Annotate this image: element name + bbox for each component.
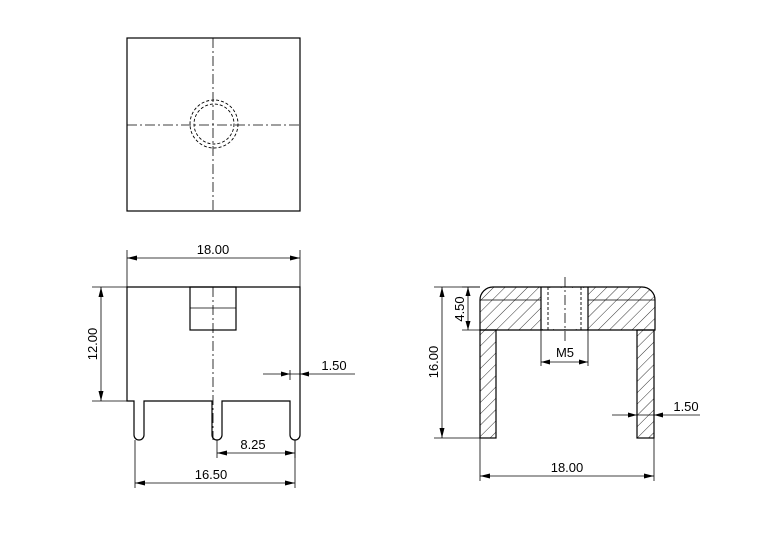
- dim-pin-pitch: 8.25: [240, 437, 265, 452]
- dim-section-height: 16.00: [426, 346, 441, 379]
- dim-leg-width: 1.50: [673, 399, 698, 414]
- threaded-hole: [541, 288, 588, 329]
- dim-pin-width: 1.50: [321, 358, 346, 373]
- section-left-leg: [479, 329, 497, 439]
- top-view-outline: [126, 37, 301, 212]
- dim-pin-span: 16.50: [195, 467, 228, 482]
- front-view-outline: [126, 286, 301, 441]
- dim-front-width: 18.00: [197, 242, 230, 257]
- dim-front-height: 12.00: [85, 328, 100, 361]
- hole-inner-hidden: [193, 103, 235, 145]
- front-view: 18.00 12.00 1.50 8.25 16.50: [85, 242, 355, 488]
- section-view: 4.50 16.00 M5 1.50 18.00: [426, 277, 700, 481]
- dim-thread-depth: 4.50: [452, 296, 467, 321]
- section-right-leg: [636, 329, 655, 439]
- dim-section-width: 18.00: [551, 460, 584, 475]
- dim-thread: M5: [556, 345, 574, 360]
- top-view: [126, 37, 301, 212]
- hole-outer-hidden: [189, 99, 239, 149]
